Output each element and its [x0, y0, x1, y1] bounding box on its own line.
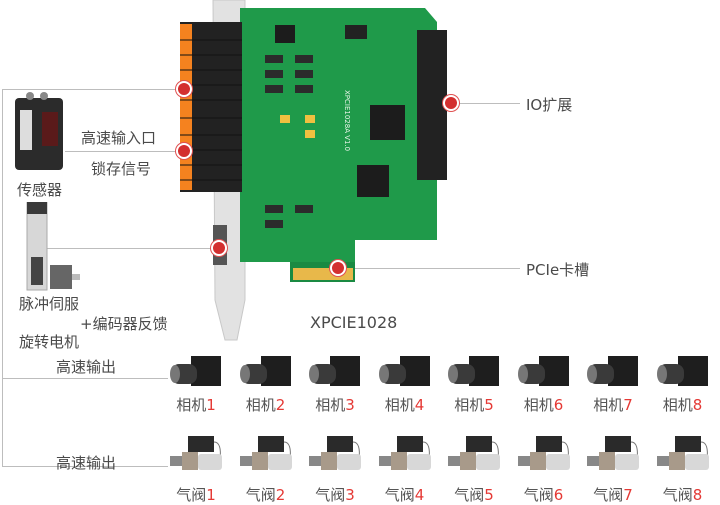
- valve-icon: [653, 434, 713, 482]
- valve-label: 气阀7: [593, 486, 633, 504]
- camera-label: 相机2: [245, 396, 286, 414]
- valve-label: 气阀2: [245, 486, 286, 504]
- camera-icon: [166, 354, 226, 394]
- sensor-image: [15, 92, 63, 170]
- frame-line-top: [2, 89, 184, 90]
- valve-device: 气阀4: [375, 434, 435, 505]
- camera-icon: [305, 354, 365, 394]
- label-pcie-slot: PCIe卡槽: [526, 261, 590, 279]
- camera-icon: [375, 354, 435, 394]
- camera-line: [2, 378, 168, 379]
- camera-label: 相机3: [315, 396, 355, 414]
- valve-device: 气阀2: [236, 434, 296, 505]
- valve-label: 气阀4: [384, 486, 425, 504]
- frame-line-left: [2, 89, 3, 378]
- valve-icon: [514, 434, 574, 482]
- pcie-card-image: XPCIE1028A V1.0: [180, 0, 447, 341]
- card-model-label: XPCIE1028: [310, 313, 398, 332]
- camera-icon: [236, 354, 296, 394]
- camera-device: 相机6: [514, 354, 574, 415]
- camera-label: 相机4: [384, 396, 425, 414]
- marker-servo-connector: [213, 242, 225, 254]
- label-encoder-feedback: +编码器反馈: [80, 315, 168, 333]
- camera-label: 相机5: [454, 396, 494, 414]
- camera-icon: [444, 354, 504, 394]
- valve-line-vertical: [2, 378, 3, 466]
- valve-icon: [583, 434, 643, 482]
- pcb-silkscreen: XPCIE1028A V1.0: [343, 90, 351, 151]
- pcie-line: [340, 268, 520, 269]
- servo-line: [45, 248, 219, 249]
- valve-device: 气阀3: [305, 434, 365, 505]
- marker-high-speed-input: [178, 145, 190, 157]
- valve-label: 气阀6: [523, 486, 564, 504]
- valve-icon: [166, 434, 226, 482]
- label-io-expansion: IO扩展: [526, 96, 573, 114]
- camera-label: 相机1: [176, 396, 216, 414]
- label-high-speed-output-valves: 高速输出: [56, 454, 117, 472]
- io-line: [455, 103, 520, 104]
- valve-icon: [444, 434, 504, 482]
- valve-label: 气阀1: [176, 486, 216, 504]
- camera-label: 相机8: [662, 396, 703, 414]
- camera-device: 相机4: [375, 354, 435, 415]
- valve-icon: [375, 434, 435, 482]
- label-pulse-servo: 脉冲伺服: [19, 295, 80, 313]
- label-high-speed-output-cameras: 高速输出: [56, 358, 117, 376]
- camera-device: 相机7: [583, 354, 643, 415]
- valve-icon: [305, 434, 365, 482]
- marker-io-expansion: [445, 97, 457, 109]
- label-sensor: 传感器: [17, 181, 63, 199]
- valve-device: 气阀5: [444, 434, 504, 505]
- label-high-speed-input: 高速输入口: [81, 129, 157, 147]
- camera-device: 相机2: [236, 354, 296, 415]
- servo-drive-image: [26, 202, 80, 291]
- valve-device: 气阀8: [653, 434, 713, 505]
- label-rotary-motor: 旋转电机: [19, 333, 80, 351]
- valve-label: 气阀5: [454, 486, 494, 504]
- valve-label: 气阀8: [662, 486, 703, 504]
- valve-icon: [236, 434, 296, 482]
- camera-device: 相机8: [653, 354, 713, 415]
- camera-label: 相机6: [523, 396, 564, 414]
- marker-io-top: [178, 83, 190, 95]
- camera-device: 相机3: [305, 354, 365, 415]
- camera-label: 相机7: [593, 396, 633, 414]
- valve-device: 气阀7: [583, 434, 643, 505]
- marker-pcie-slot: [332, 262, 344, 274]
- camera-device: 相机5: [444, 354, 504, 415]
- camera-icon: [653, 354, 713, 394]
- valve-device: 气阀6: [514, 434, 574, 505]
- camera-device: 相机1: [166, 354, 226, 415]
- camera-icon: [514, 354, 574, 394]
- sensor-line: [65, 151, 185, 152]
- valve-device: 气阀1: [166, 434, 226, 505]
- label-latch-signal: 锁存信号: [91, 160, 152, 178]
- valve-line: [2, 466, 168, 467]
- valve-label: 气阀3: [315, 486, 355, 504]
- camera-icon: [583, 354, 643, 394]
